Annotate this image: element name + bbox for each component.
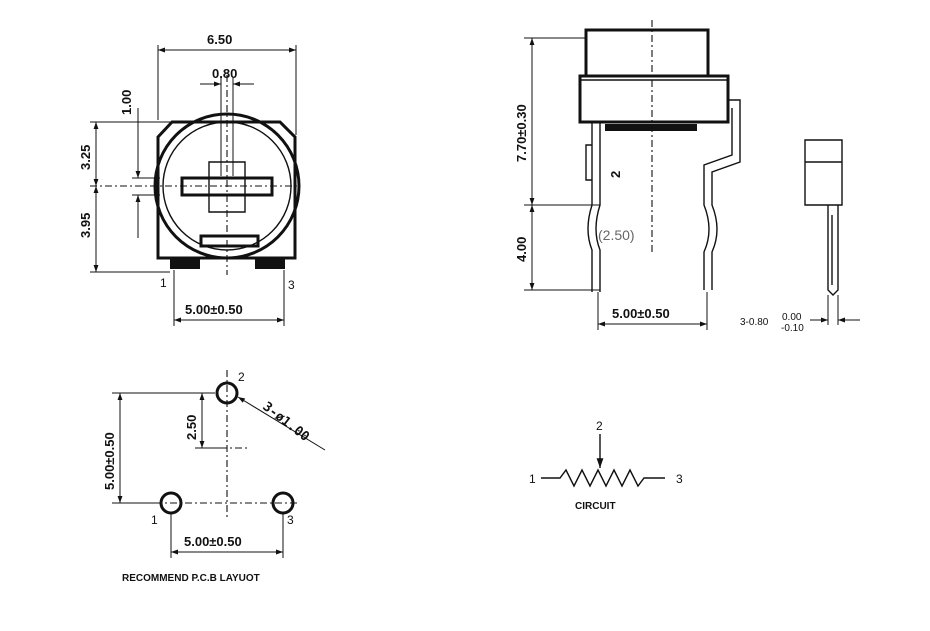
top-view: 6.50 0.80 1.00 3.25 3.95 5.00±0.50 1 3 <box>78 32 301 326</box>
end-view-tol-lower: -0.10 <box>781 323 804 334</box>
end-view-body <box>804 139 843 206</box>
top-view-terminal-3 <box>255 258 285 269</box>
top-view-terminal-1 <box>170 258 200 269</box>
circuit-pin-2: 2 <box>596 419 603 433</box>
pcb-dim-pitch-label: 5.00±0.50 <box>184 534 242 549</box>
side-view-body <box>578 74 730 124</box>
dim-pin-length-label: 4.00 <box>514 237 529 262</box>
dim-lower-label: 3.95 <box>78 213 93 238</box>
pcb-pin-1: 1 <box>151 513 158 527</box>
dim-pitch-label: 5.00±0.50 <box>185 302 243 317</box>
circuit-symbol: 1 2 3 CIRCUIT <box>529 419 683 512</box>
side-view-pitch-label: 5.00±0.50 <box>612 306 670 321</box>
circuit-pin-3: 3 <box>676 472 683 486</box>
end-view-lead <box>827 205 839 296</box>
top-view-body <box>156 120 297 260</box>
side-view-offset-label: (2.50) <box>598 227 635 243</box>
dim-width-label: 6.50 <box>207 32 232 47</box>
dim-slot-label: 0.80 <box>212 66 237 81</box>
side-view: 7.70±0.30 4.00 (2.50) 2 5.00±0.50 <box>514 20 741 330</box>
end-view-tol-upper: 0.00 <box>782 312 802 323</box>
pcb-pin-2: 2 <box>238 370 245 384</box>
dim-height-label: 7.70±0.30 <box>514 104 529 162</box>
pcb-pin-3: 3 <box>287 513 294 527</box>
pcb-dim-half-label: 2.50 <box>184 415 199 440</box>
circuit-caption: CIRCUIT <box>575 501 616 512</box>
pcb-layout: 5.00±0.50 2.50 3-ø1.00 5.00±0.50 2 1 3 R… <box>102 370 326 584</box>
side-view-pin-2: 2 <box>608 171 623 178</box>
top-view-nub <box>199 234 260 248</box>
dim-upper-label: 3.25 <box>78 145 93 170</box>
circuit-pin-1: 1 <box>529 472 536 486</box>
resistor-zigzag <box>541 468 665 488</box>
side-view-base <box>605 124 697 131</box>
dim-top-label: 1.00 <box>119 90 134 115</box>
top-view-pin-3: 3 <box>288 278 295 292</box>
side-view-lead-right <box>703 99 741 290</box>
side-view-knob <box>584 28 710 78</box>
side-view-lead-left-tab <box>585 144 592 181</box>
end-view: 3-0.80 0.00 -0.10 <box>740 139 860 334</box>
pcb-dim-height-label: 5.00±0.50 <box>102 432 117 490</box>
side-view-lead-left <box>587 122 601 292</box>
end-view-dim-label: 3-0.80 <box>740 317 769 328</box>
pcb-caption: RECOMMEND P.C.B LAYUOT <box>122 573 260 584</box>
pcb-dim-hole-label: 3-ø1.00 <box>260 399 313 445</box>
top-view-pin-1: 1 <box>160 276 167 290</box>
